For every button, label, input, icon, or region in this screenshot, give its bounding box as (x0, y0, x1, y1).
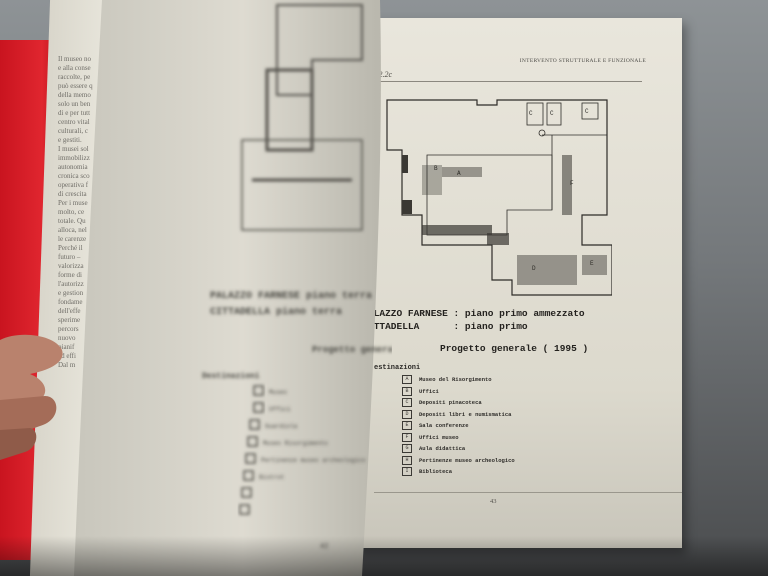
right-page-header: INTERVENTO STRUTTURALE E FUNZIONALE (519, 58, 646, 64)
legend-label: Depositi pinacoteca (419, 399, 482, 407)
legend-label: Museo del Risorgimento (419, 376, 492, 384)
svg-text:C: C (585, 108, 589, 115)
turning-project: Progetto generale (1 (312, 345, 392, 355)
legend-label: Aula didattica (419, 445, 466, 453)
legend-label: Uffici (419, 387, 439, 395)
legend-item: F Uffici museo (402, 432, 515, 444)
legend-item: E Sala conferenze (402, 420, 515, 432)
caption-line-1: ALAZZO FARNESE : piano primo ammezzato (368, 308, 585, 319)
svg-text:E: E (590, 260, 594, 267)
turning-legend-5: Pertinenze museo archeologico (261, 457, 366, 464)
svg-text:A: A (457, 170, 461, 177)
legend: A Museo del Risorgimento B Uffici C Deposit… (402, 374, 515, 478)
turning-legend-2: Uffici (269, 406, 291, 413)
legend-code: C (402, 398, 412, 408)
legend-code: G (402, 444, 412, 454)
header-rule (366, 81, 642, 82)
turning-legend-3: Guardiola (265, 423, 298, 430)
footer-rule (374, 492, 682, 493)
shadow (0, 536, 768, 576)
legend-code: D (402, 409, 412, 419)
legend-item: H Pertinenze museo archeologico (402, 455, 515, 467)
turning-legend-4: Museo Risorgimento (263, 440, 328, 447)
svg-text:F: F (570, 180, 574, 187)
legend-code: F (402, 432, 412, 442)
legend-code: A (402, 375, 412, 385)
legend-item: C Depositi pinacoteca (402, 397, 515, 409)
svg-text:D: D (532, 265, 536, 272)
legend-label: Uffici museo (419, 433, 459, 441)
svg-text:C: C (529, 110, 533, 117)
legend-label: Pertinenze museo archeologico (419, 456, 515, 464)
destinations-label: estinazioni (374, 364, 421, 372)
legend-item: I Biblioteca (402, 466, 515, 478)
legend-item: D Depositi libri e numismatica (402, 409, 515, 421)
legend-item: A Museo del Risorgimento (402, 374, 515, 386)
floor-plan-drawing: C C C B A F E D (386, 99, 612, 296)
legend-label: Sala conferenze (419, 422, 469, 430)
legend-code: H (402, 455, 412, 465)
legend-item: G Aula didattica (402, 443, 515, 455)
turning-dest: Destinazioni (202, 372, 260, 381)
project-title: Progetto generale ( 1995 ) (440, 343, 589, 354)
legend-code: B (402, 386, 412, 396)
page-number: 43 (490, 498, 497, 505)
turning-caption-2: CITTADELLA piano terra (210, 306, 342, 318)
legend-label: Depositi libri e numismatica (419, 410, 512, 418)
svg-text:B: B (434, 165, 438, 172)
right-page: INTERVENTO STRUTTURALE E FUNZIONALE fig.… (352, 18, 682, 548)
svg-text:C: C (550, 110, 554, 117)
legend-item: B Uffici (402, 386, 515, 398)
legend-code: E (402, 421, 412, 431)
left-page-text: Il museo no e alla conse raccolte, pe pu… (58, 55, 93, 369)
turning-page: PALAZZO FARNESE piano terra CITTADELLA p… (74, 0, 392, 576)
turning-page-number: 42 (320, 543, 328, 551)
turning-legend-1: Museo (269, 389, 287, 396)
hand (0, 334, 63, 460)
legend-label: Biblioteca (419, 468, 453, 476)
caption-line-2: ITTADELLA : piano primo (368, 321, 528, 332)
turning-legend-6: Bistrot (259, 474, 284, 481)
plan-caption: ALAZZO FARNESE : piano primo ammezzato I… (368, 307, 585, 333)
legend-code: I (402, 467, 412, 477)
turning-caption-1: PALAZZO FARNESE piano terra (210, 290, 372, 302)
